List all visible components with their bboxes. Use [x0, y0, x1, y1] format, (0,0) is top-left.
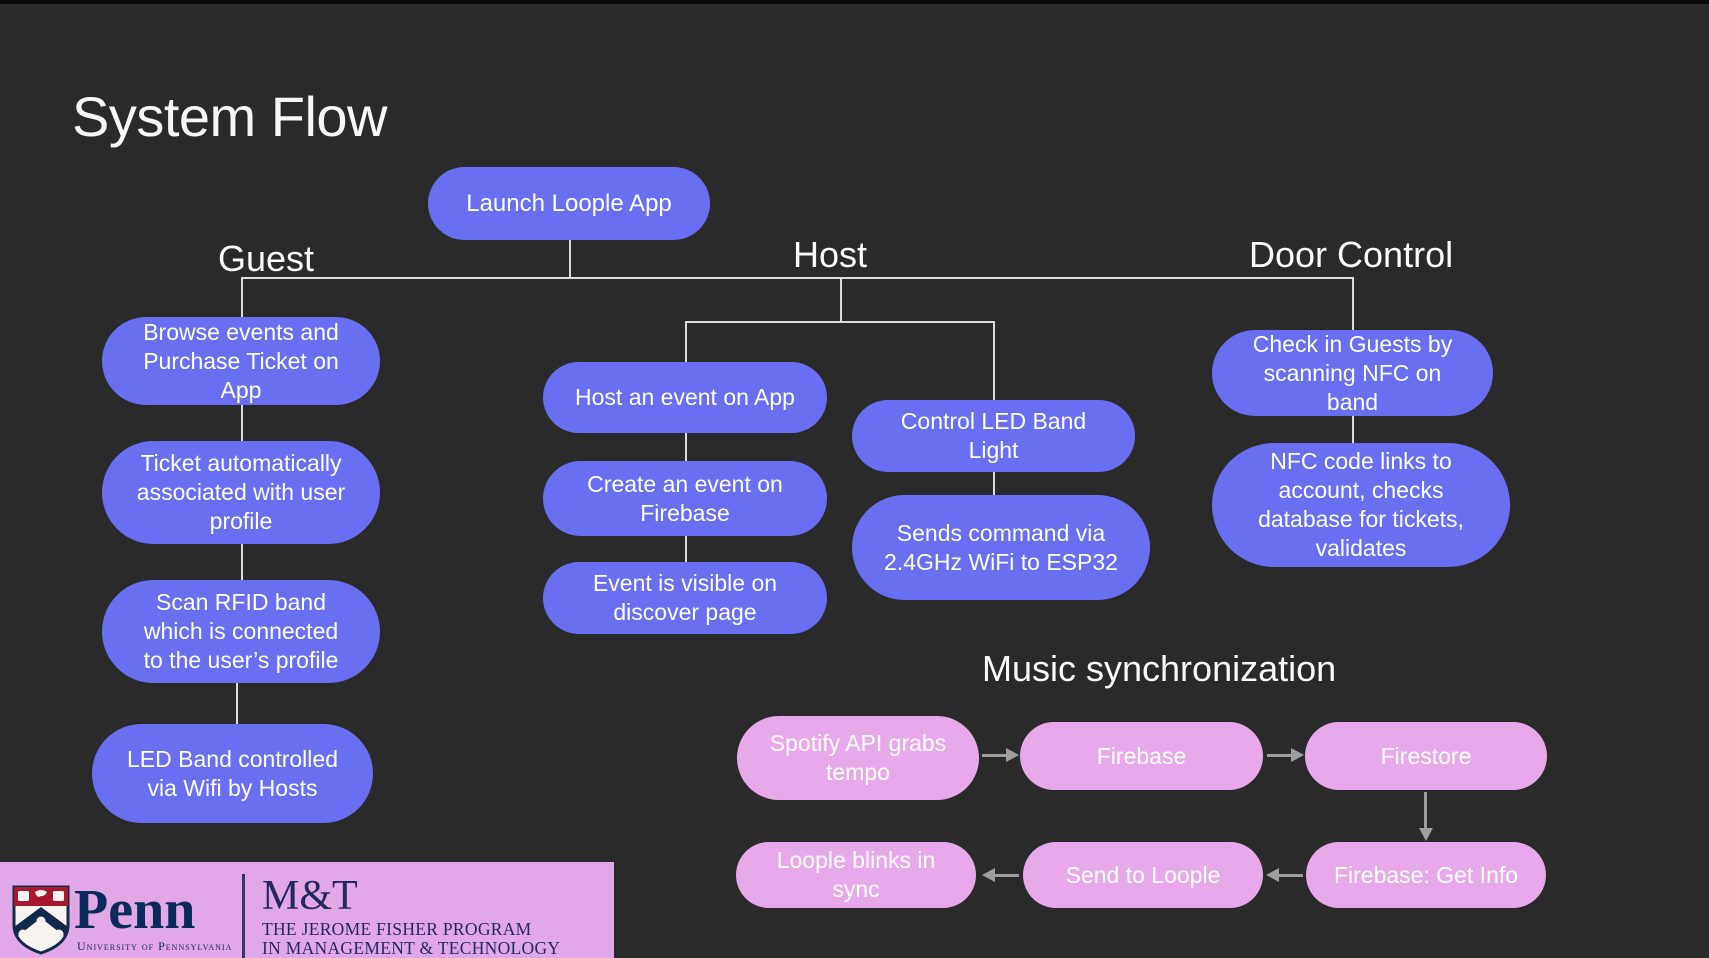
- arrow-right-icon: [1006, 748, 1019, 762]
- flow-node-guest-step: Scan RFID band which is connected to the…: [102, 580, 380, 683]
- flow-node-host-step: Host an event on App: [543, 362, 827, 433]
- mt-program-line2: IN MANAGEMENT & TECHNOLOGY: [262, 938, 561, 958]
- flow-node-led-step: Control LED Band Light: [852, 400, 1135, 472]
- connector-line: [569, 240, 571, 278]
- arrow-right-icon: [1291, 748, 1304, 762]
- arrow-line: [1267, 754, 1291, 757]
- connector-line: [993, 472, 995, 495]
- heading-door-control: Door Control: [1249, 234, 1454, 275]
- connector-line: [685, 321, 687, 362]
- page-title: System Flow: [72, 85, 388, 148]
- arrow-line: [982, 754, 1006, 757]
- flow-node-door-step: NFC code links to account, checks databa…: [1212, 443, 1510, 567]
- footer-brand-band: [0, 862, 614, 958]
- connector-line: [685, 536, 687, 562]
- connector-line: [993, 321, 995, 400]
- penn-wordmark: Penn: [74, 879, 196, 941]
- music-node: Firebase: Get Info: [1306, 842, 1546, 908]
- connector-line: [241, 277, 243, 317]
- connector-line: [685, 321, 995, 323]
- flow-node-led-step: Sends command via 2.4GHz WiFi to ESP32: [852, 495, 1150, 600]
- flow-node-guest-step: LED Band controlled via Wifi by Hosts: [92, 724, 373, 823]
- arrow-line: [1279, 874, 1303, 877]
- connector-line: [1352, 277, 1354, 330]
- penn-shield-icon: [10, 884, 72, 958]
- flow-node-guest-step: Browse events and Purchase Ticket on App: [102, 317, 380, 405]
- flow-node-door-step: Check in Guests by scanning NFC on band: [1212, 330, 1493, 416]
- mt-wordmark: M&T: [262, 873, 358, 919]
- music-node: Firestore: [1305, 722, 1547, 790]
- footer-divider: [242, 874, 245, 958]
- connector-line: [241, 277, 1353, 279]
- flow-node-host-step: Event is visible on discover page: [543, 562, 827, 634]
- arrow-left-icon: [1266, 868, 1279, 882]
- arrow-line: [995, 874, 1019, 877]
- arrow-left-icon: [982, 868, 995, 882]
- connector-line: [236, 683, 238, 724]
- music-node: Spotify API grabs tempo: [737, 716, 979, 800]
- connector-line: [241, 405, 243, 441]
- heading-music-synchronization: Music synchronization: [982, 648, 1337, 689]
- flow-node-launch-app: Launch Loople App: [428, 167, 710, 240]
- mt-program-line1: THE JEROME FISHER PROGRAM: [262, 919, 532, 939]
- connector-line: [685, 433, 687, 461]
- arrow-line: [1424, 792, 1427, 828]
- heading-host: Host: [793, 234, 868, 275]
- connector-line: [1352, 416, 1354, 443]
- connector-line: [840, 277, 842, 322]
- music-node: Loople blinks in sync: [736, 842, 976, 908]
- top-edge-strip: [0, 0, 1709, 4]
- flow-node-host-step: Create an event on Firebase: [543, 461, 827, 536]
- heading-guest: Guest: [218, 238, 315, 279]
- music-node: Send to Loople: [1023, 842, 1263, 908]
- flow-node-guest-step: Ticket automatically associated with use…: [102, 441, 380, 544]
- music-node: Firebase: [1020, 722, 1263, 790]
- connector-line: [241, 544, 243, 580]
- penn-subtitle: University of Pennsylvania: [77, 939, 233, 953]
- arrow-down-icon: [1419, 828, 1433, 841]
